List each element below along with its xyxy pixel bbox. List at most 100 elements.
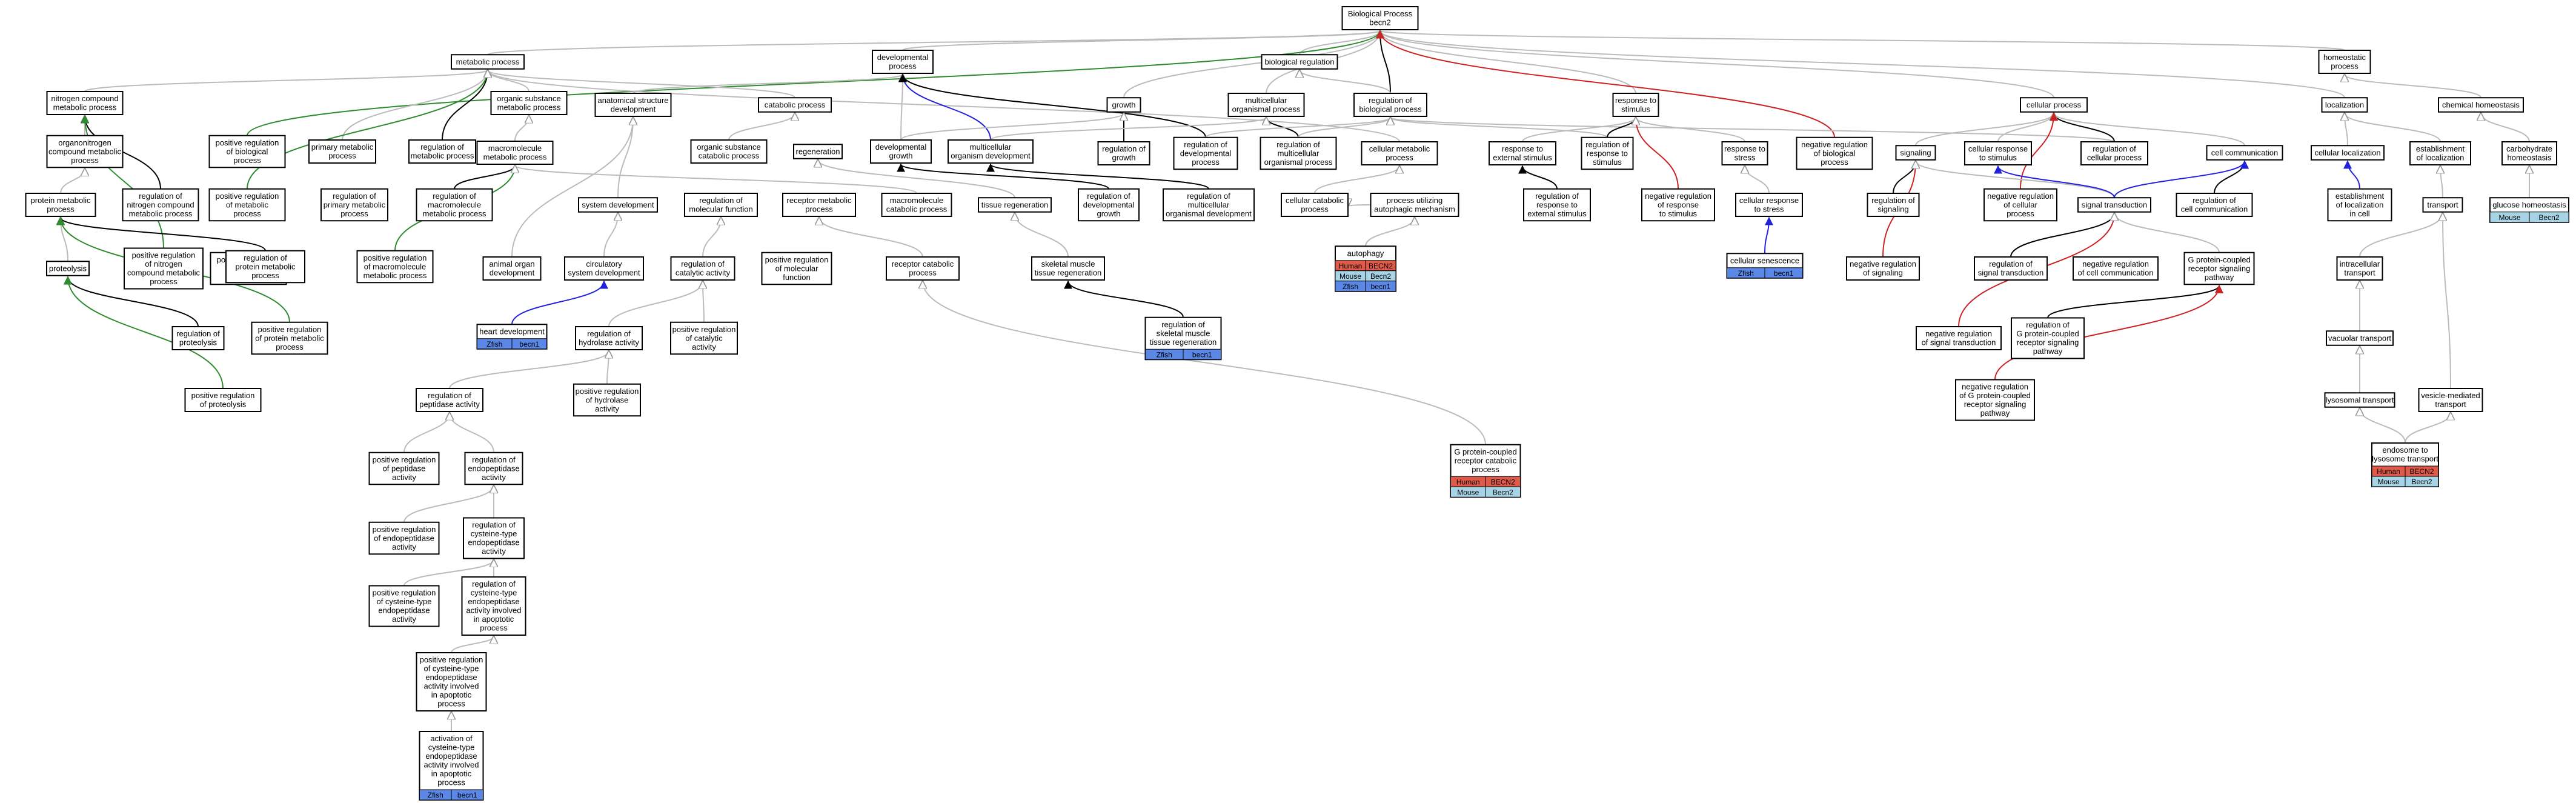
go-term-node[interactable]: localization — [2321, 97, 2368, 113]
go-term-node[interactable]: growth — [1106, 97, 1141, 113]
go-term-node[interactable]: vacuolar transport — [2326, 330, 2394, 346]
go-term-node[interactable]: tissue regeneration — [978, 197, 1052, 213]
go-term-node[interactable]: biological regulation — [1261, 54, 1338, 70]
go-term-node[interactable]: regeneration — [793, 144, 843, 159]
go-term-node[interactable]: chemical homeostasis — [2438, 97, 2524, 113]
go-term-node[interactable]: cellular process — [2020, 97, 2088, 113]
go-term-node[interactable]: catabolic process — [758, 97, 832, 113]
go-term-node[interactable]: signaling — [1895, 145, 1936, 161]
go-term-node[interactable]: signal transduction — [2077, 197, 2151, 213]
go-term-node[interactable]: proteolysis — [46, 261, 90, 276]
go-term-node[interactable]: transport — [2422, 197, 2463, 213]
go-term-node[interactable]: metabolic process — [451, 54, 525, 70]
go-term-node[interactable]: system development — [578, 197, 658, 213]
go-term-node[interactable]: cellular localization — [2311, 145, 2385, 161]
go-term-node[interactable]: cell communication — [2206, 145, 2283, 161]
go-term-node[interactable]: lysosomal transport — [2324, 392, 2395, 408]
